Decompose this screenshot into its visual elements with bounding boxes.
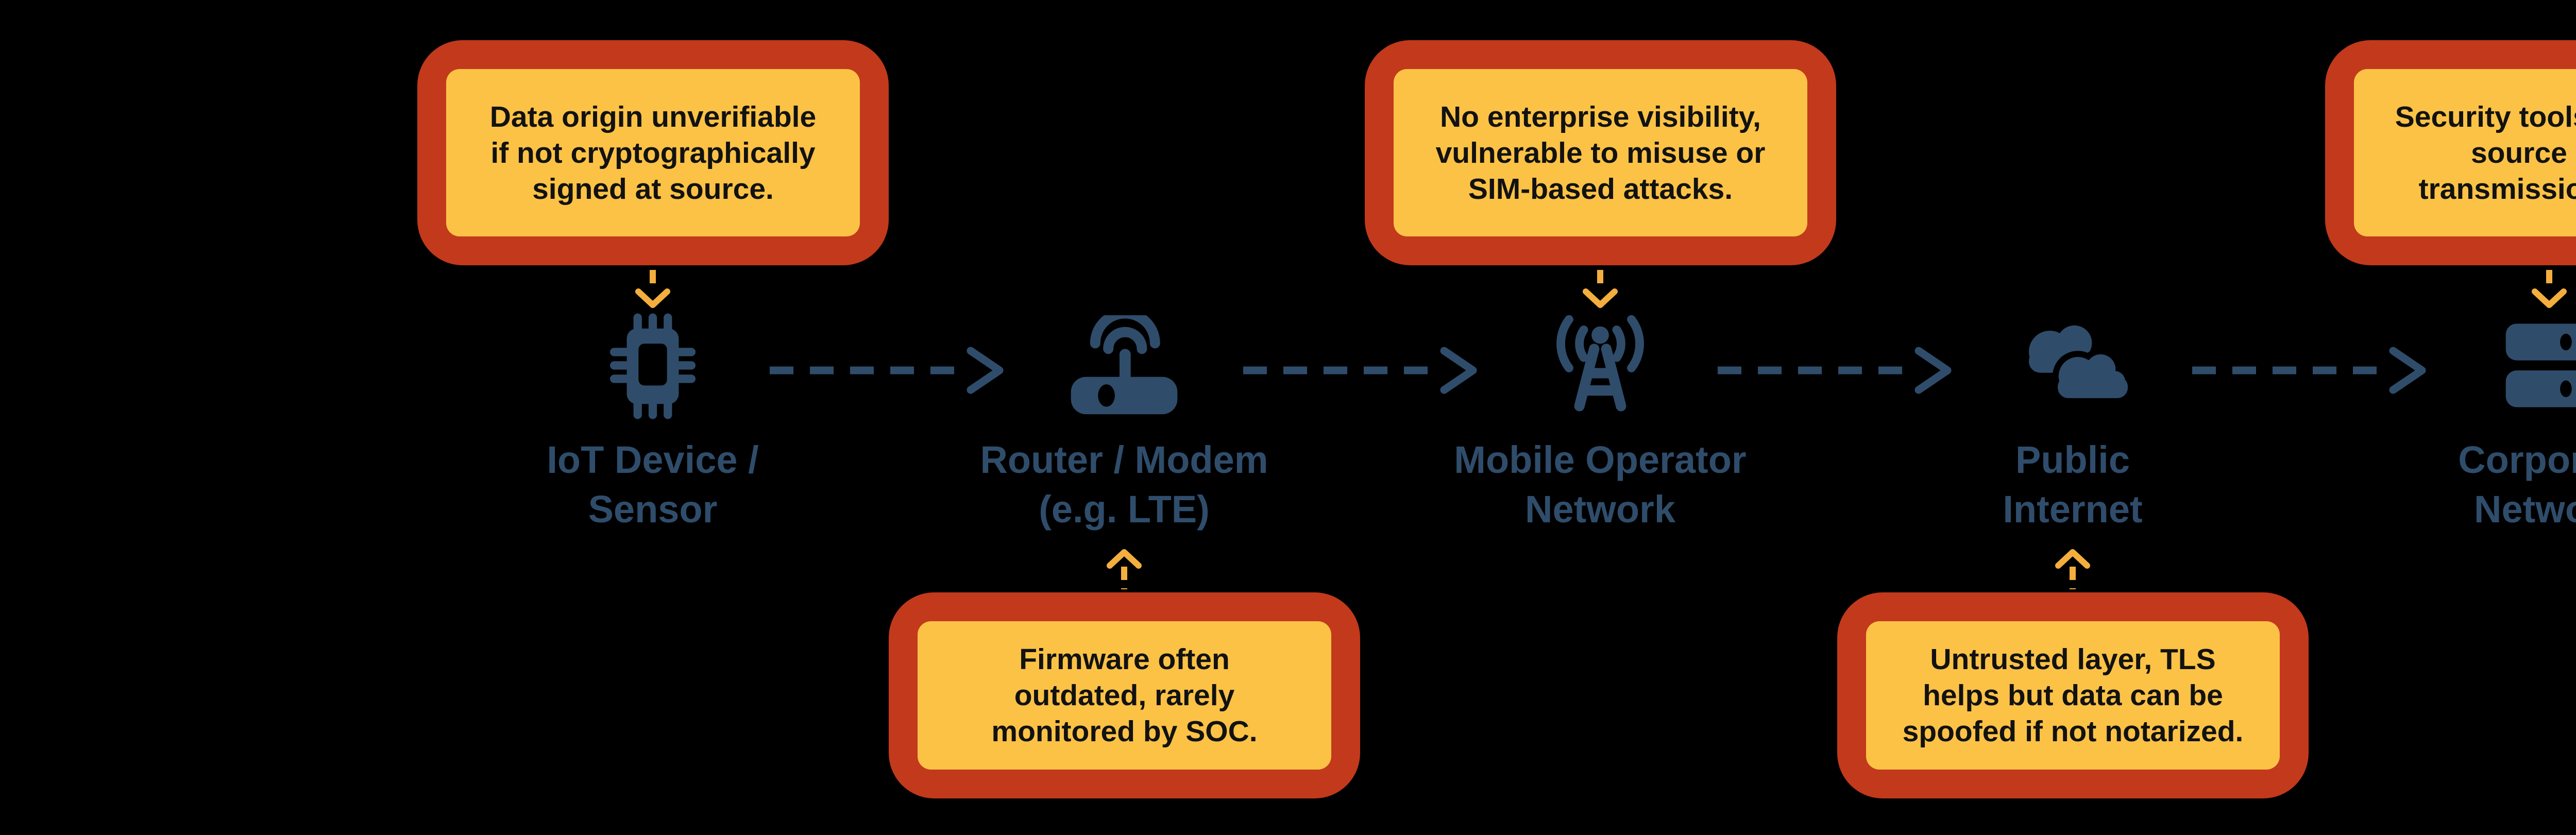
node-label-line: Internet bbox=[2003, 488, 2143, 531]
node-label: Public Internet bbox=[1867, 435, 2279, 534]
callout-text-line: Firmware often bbox=[1019, 643, 1230, 676]
flow-arrow-icon bbox=[2192, 347, 2426, 394]
node-label-line: (e.g. LTE) bbox=[1039, 488, 1210, 531]
callout-arrow-up-icon bbox=[2055, 549, 2090, 589]
node-mobile-operator: Mobile Operator Network bbox=[1394, 306, 1806, 543]
callout-text-line: helps but data can be bbox=[1923, 679, 2223, 712]
chip-icon bbox=[610, 313, 696, 419]
callout-text-line: signed at source. bbox=[532, 172, 774, 206]
node-label-line: Public bbox=[2015, 438, 2130, 481]
node-router-modem: Router / Modem (e.g. LTE) bbox=[918, 306, 1330, 543]
node-label-line: Corporate bbox=[2458, 438, 2576, 481]
callout-box-iot-risk: Data origin unverifiable if not cryptogr… bbox=[417, 40, 889, 265]
callout-text-line: vulnerable to misuse or bbox=[1435, 136, 1766, 169]
wifi-router-icon bbox=[1071, 315, 1178, 415]
callout-body: No enterprise visibility, vulnerable to … bbox=[1394, 69, 1807, 236]
node-iot-device: IoT Device / Sensor bbox=[447, 306, 859, 543]
callout-box-mobile-operator-risk: No enterprise visibility, vulnerable to … bbox=[1365, 40, 1836, 265]
node-label: Corporate Network bbox=[2343, 435, 2576, 534]
callout-text-line: if not cryptographically bbox=[490, 136, 816, 169]
cell-tower-icon bbox=[1556, 315, 1644, 412]
callout-text-line: spoofed if not notarized. bbox=[1902, 715, 2244, 748]
node-label-line: IoT Device / bbox=[547, 438, 759, 481]
node-label-line: Network bbox=[2474, 488, 2576, 531]
callout-box-public-internet-risk: Untrusted layer, TLS helps but data can … bbox=[1837, 592, 2309, 798]
callout-text-line: SIM-based attacks. bbox=[1468, 172, 1733, 206]
callout-arrow-down-icon bbox=[635, 270, 670, 308]
flow-arrow-icon bbox=[1243, 347, 1477, 394]
node-label: IoT Device / Sensor bbox=[447, 435, 859, 534]
callout-arrow-up-icon bbox=[1107, 549, 1142, 589]
flow-arrow-icon bbox=[770, 347, 1004, 394]
node-corporate-network: Corporate Network bbox=[2343, 306, 2576, 543]
node-label: Router / Modem (e.g. LTE) bbox=[918, 435, 1330, 534]
flow-arrow-icon bbox=[1718, 347, 1952, 394]
node-label-line: Router / Modem bbox=[980, 438, 1268, 481]
node-label-line: Mobile Operator bbox=[1454, 438, 1747, 481]
callout-arrow-down-icon bbox=[1583, 270, 1618, 308]
callout-box-router-risk: Firmware often outdated, rarely monitore… bbox=[889, 592, 1360, 798]
callout-text-line: Data origin unverifiable bbox=[489, 100, 817, 133]
callout-text-line: source and bbox=[2470, 136, 2576, 169]
callout-body: Data origin unverifiable if not cryptogr… bbox=[446, 69, 860, 236]
server-icon bbox=[2505, 323, 2576, 407]
cloud-icon bbox=[2029, 325, 2134, 404]
callout-text-line: outdated, rarely bbox=[1014, 679, 1235, 712]
callout-body: Firmware often outdated, rarely monitore… bbox=[918, 621, 1331, 770]
callout-text-line: monitored by SOC. bbox=[991, 715, 1258, 748]
callout-text-line: No enterprise visibility, bbox=[1440, 100, 1761, 133]
callout-arrow-down-icon bbox=[2532, 270, 2567, 308]
callout-body: Untrusted layer, TLS helps but data can … bbox=[1866, 621, 2280, 770]
node-label-line: Sensor bbox=[588, 488, 718, 531]
callout-text-line: Untrusted layer, TLS bbox=[1930, 643, 2216, 676]
node-label-line: Network bbox=[1525, 488, 1675, 531]
node-label: Mobile Operator Network bbox=[1394, 435, 1806, 534]
callout-text-line: transmission path. bbox=[2418, 172, 2576, 206]
node-public-internet: Public Internet bbox=[1867, 306, 2279, 543]
